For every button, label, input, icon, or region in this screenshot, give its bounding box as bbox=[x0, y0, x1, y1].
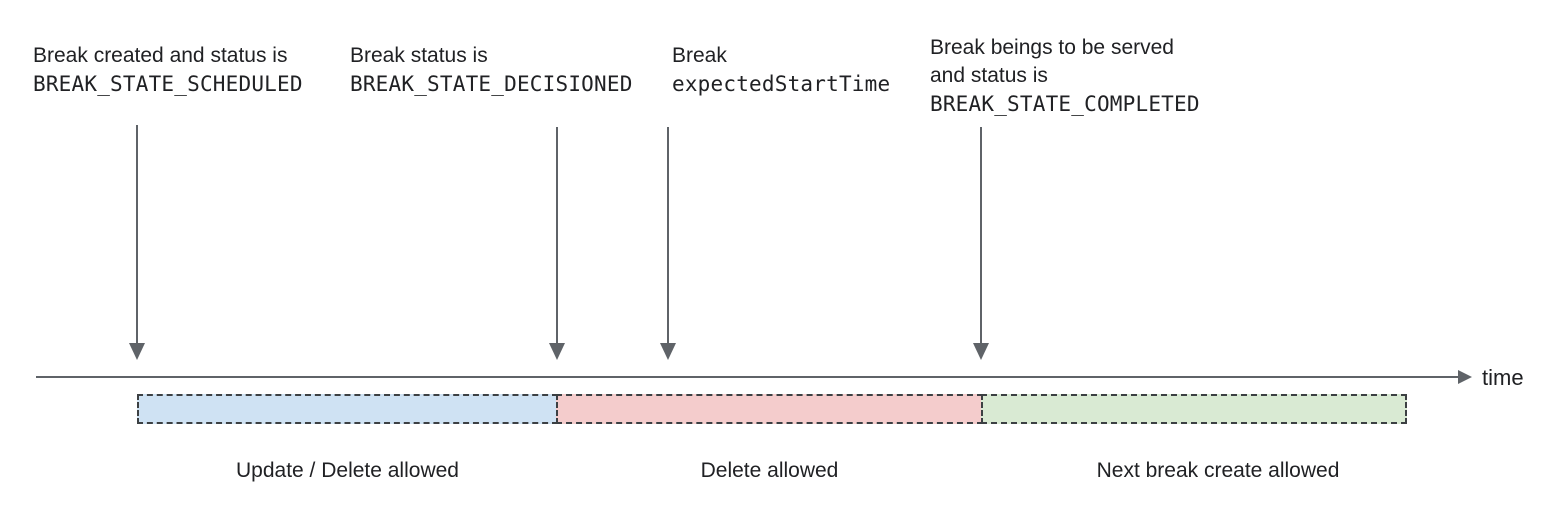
annotation-text: Break status is bbox=[350, 44, 488, 67]
segment-label: Delete allowed bbox=[700, 459, 839, 482]
segment-update-delete-allowed bbox=[137, 394, 558, 424]
time-axis-label: time bbox=[1482, 365, 1524, 390]
annotation-text: and status is bbox=[930, 64, 1048, 87]
annotation-code-text: BREAK_STATE_SCHEDULED bbox=[33, 72, 303, 96]
arrow-shaft bbox=[667, 127, 669, 343]
down-arrow-icon bbox=[973, 127, 989, 360]
annotation-code-text: BREAK_STATE_DECISIONED bbox=[350, 72, 633, 96]
arrow-head bbox=[549, 343, 565, 360]
segment-next-break-create-allowed bbox=[981, 394, 1407, 424]
arrow-head bbox=[973, 343, 989, 360]
down-arrow-icon bbox=[660, 127, 676, 360]
arrow-shaft bbox=[980, 127, 982, 343]
annotation-break-scheduled: Break created and status is BREAK_STATE_… bbox=[33, 42, 303, 98]
annotation-code-text: expectedStartTime bbox=[672, 72, 891, 96]
segment-label: Update / Delete allowed bbox=[236, 459, 459, 482]
annotation-text: Break created and status is bbox=[33, 44, 288, 67]
annotation-break-completed: Break beings to be served and status is … bbox=[930, 34, 1200, 118]
annotation-text: Break bbox=[672, 44, 727, 67]
annotation-expected-start-time: Break expectedStartTime bbox=[672, 42, 890, 98]
arrow-shaft bbox=[556, 127, 558, 343]
arrow-shaft bbox=[136, 125, 138, 343]
time-axis-arrow-icon bbox=[1458, 370, 1472, 384]
down-arrow-icon bbox=[549, 127, 565, 360]
segment-delete-allowed bbox=[556, 394, 983, 424]
arrow-head bbox=[660, 343, 676, 360]
segment-label: Next break create allowed bbox=[1096, 459, 1340, 482]
annotation-code-text: BREAK_STATE_COMPLETED bbox=[930, 92, 1200, 116]
annotation-break-decisioned: Break status is BREAK_STATE_DECISIONED bbox=[350, 42, 633, 98]
arrow-head bbox=[129, 343, 145, 360]
time-axis-line bbox=[36, 376, 1458, 378]
down-arrow-icon bbox=[129, 125, 145, 360]
annotation-text: Break beings to be served bbox=[930, 36, 1174, 59]
